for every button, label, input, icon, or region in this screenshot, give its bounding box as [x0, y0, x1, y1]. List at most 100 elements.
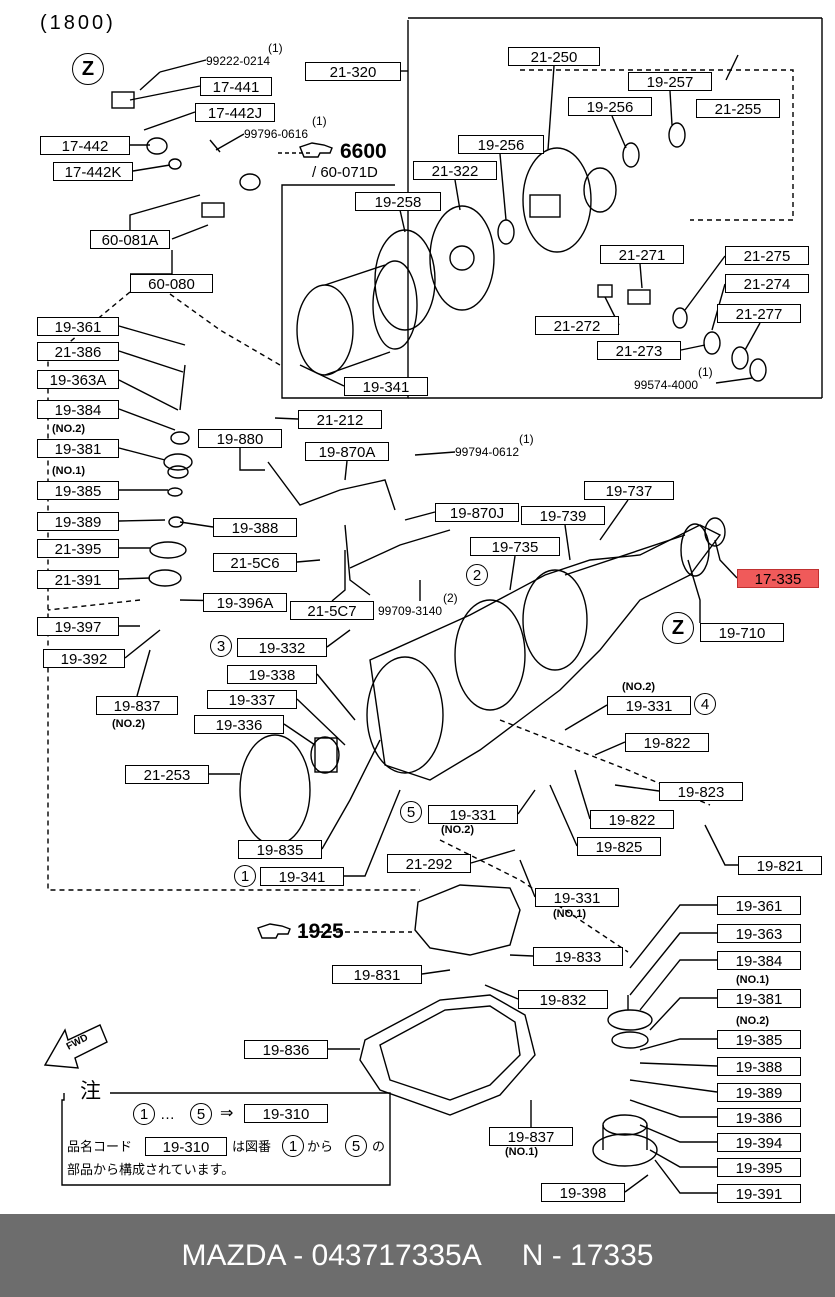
part-label-19-336[interactable]: 19-336 — [194, 715, 284, 734]
part-label-19-396a[interactable]: 19-396A — [203, 593, 287, 612]
part-label-19-381[interactable]: 19-381 — [717, 989, 801, 1008]
part-label-19-385[interactable]: 19-385 — [37, 481, 119, 500]
part-label-19-832[interactable]: 19-832 — [518, 990, 608, 1009]
part-label-19-258[interactable]: 19-258 — [355, 192, 441, 211]
part-label-19-389[interactable]: 19-389 — [717, 1083, 801, 1102]
part-label-19-381[interactable]: 19-381 — [37, 439, 119, 458]
part-label-17-442[interactable]: 17-442 — [40, 136, 130, 155]
part-label-19-836[interactable]: 19-836 — [244, 1040, 328, 1059]
position-note: (NO.2) — [112, 718, 145, 730]
part-label-19-361[interactable]: 19-361 — [37, 317, 119, 336]
part-label-19-256[interactable]: 19-256 — [568, 97, 652, 116]
part-label-19-392[interactable]: 19-392 — [43, 649, 125, 668]
part-label-19-331[interactable]: 19-331 — [428, 805, 518, 824]
part-label-21-274[interactable]: 21-274 — [725, 274, 809, 293]
part-label-19-388[interactable]: 19-388 — [717, 1057, 801, 1076]
part-label-19-389[interactable]: 19-389 — [37, 512, 119, 531]
legend-line2-prefix: 品名コード — [67, 1139, 133, 1154]
part-label-19-331[interactable]: 19-331 — [535, 888, 619, 907]
part-label-17-335[interactable]: 17-335 — [737, 569, 819, 588]
part-label-19-837[interactable]: 19-837 — [96, 696, 178, 715]
part-label-19-870a[interactable]: 19-870A — [305, 442, 389, 461]
part-label-19-338[interactable]: 19-338 — [227, 665, 317, 684]
legend-line2-no: の — [372, 1139, 386, 1154]
part-label-19-735[interactable]: 19-735 — [470, 537, 560, 556]
zone-marker-top: Z — [72, 53, 104, 85]
part-label-19-341[interactable]: 19-341 — [260, 867, 344, 886]
part-label-21-5c6[interactable]: 21-5C6 — [213, 553, 297, 572]
position-note: (NO.1) — [52, 465, 85, 477]
part-label-19-822[interactable]: 19-822 — [590, 810, 674, 829]
part-label-19-395[interactable]: 19-395 — [717, 1158, 801, 1177]
ref-6600[interactable]: 6600 — [340, 140, 387, 163]
part-label-19-341[interactable]: 19-341 — [344, 377, 428, 396]
part-label-21-272[interactable]: 21-272 — [535, 316, 619, 335]
part-label-19-710[interactable]: 19-710 — [700, 623, 784, 642]
part-label-19-384[interactable]: 19-384 — [717, 951, 801, 970]
part-number-text: (1) — [312, 114, 327, 128]
index-callout-5: 5 — [400, 801, 422, 823]
part-label-19-331[interactable]: 19-331 — [607, 696, 691, 715]
part-label-19-737[interactable]: 19-737 — [584, 481, 674, 500]
part-label-19-739[interactable]: 19-739 — [521, 506, 605, 525]
footer-bar: MAZDA - 043717335A N - 17335 — [0, 1214, 835, 1297]
part-label-21-5c7[interactable]: 21-5C7 — [290, 601, 374, 620]
part-label-19-870j[interactable]: 19-870J — [435, 503, 519, 522]
part-label-19-332[interactable]: 19-332 — [237, 638, 327, 657]
part-label-19-386[interactable]: 19-386 — [717, 1108, 801, 1127]
part-label-19-388[interactable]: 19-388 — [213, 518, 297, 537]
part-label-21-271[interactable]: 21-271 — [600, 245, 684, 264]
part-number-text: 99574-4000 — [634, 378, 699, 392]
legend-range-part[interactable]: 19-310 — [244, 1104, 328, 1123]
position-note: (NO.1) — [736, 974, 769, 986]
part-label-21-275[interactable]: 21-275 — [725, 246, 809, 265]
legend-arrow: ⇒ — [220, 1105, 234, 1122]
part-label-19-880[interactable]: 19-880 — [198, 429, 282, 448]
part-label-19-397[interactable]: 19-397 — [37, 617, 119, 636]
ref-6600-sub: / 60-071D — [312, 164, 378, 181]
part-label-19-363[interactable]: 19-363 — [717, 924, 801, 943]
part-label-19-361[interactable]: 19-361 — [717, 896, 801, 915]
part-label-21-255[interactable]: 21-255 — [696, 99, 780, 118]
part-label-21-273[interactable]: 21-273 — [597, 341, 681, 360]
part-label-21-212[interactable]: 21-212 — [298, 410, 382, 429]
part-label-21-277[interactable]: 21-277 — [717, 304, 801, 323]
part-label-19-821[interactable]: 19-821 — [738, 856, 822, 875]
part-label-19-363a[interactable]: 19-363A — [37, 370, 119, 389]
part-label-19-384[interactable]: 19-384 — [37, 400, 119, 419]
part-label-19-391[interactable]: 19-391 — [717, 1184, 801, 1203]
legend-range-to: 5 — [190, 1103, 212, 1125]
part-label-19-257[interactable]: 19-257 — [628, 72, 712, 91]
index-callout-2: 2 — [466, 564, 488, 586]
part-label-21-253[interactable]: 21-253 — [125, 765, 209, 784]
part-label-17-441[interactable]: 17-441 — [200, 77, 272, 96]
part-label-21-386[interactable]: 21-386 — [37, 342, 119, 361]
part-label-19-837[interactable]: 19-837 — [489, 1127, 573, 1146]
part-label-19-256[interactable]: 19-256 — [458, 135, 544, 154]
part-label-21-322[interactable]: 21-322 — [413, 161, 497, 180]
part-label-21-292[interactable]: 21-292 — [387, 854, 471, 873]
part-label-19-835[interactable]: 19-835 — [238, 840, 322, 859]
part-label-19-823[interactable]: 19-823 — [659, 782, 743, 801]
part-label-19-831[interactable]: 19-831 — [332, 965, 422, 984]
ref-1925[interactable]: 1925 — [297, 920, 344, 943]
part-label-19-822[interactable]: 19-822 — [625, 733, 709, 752]
part-number-text: (1) — [698, 365, 713, 379]
part-label-21-250[interactable]: 21-250 — [508, 47, 600, 66]
part-label-17-442j[interactable]: 17-442J — [195, 103, 275, 122]
part-label-19-385[interactable]: 19-385 — [717, 1030, 801, 1049]
part-label-21-395[interactable]: 21-395 — [37, 539, 119, 558]
legend-line2-part[interactable]: 19-310 — [145, 1137, 227, 1156]
part-label-21-391[interactable]: 21-391 — [37, 570, 119, 589]
part-label-19-833[interactable]: 19-833 — [533, 947, 623, 966]
part-label-21-320[interactable]: 21-320 — [305, 62, 401, 81]
part-label-60-081a[interactable]: 60-081A — [90, 230, 170, 249]
part-label-19-394[interactable]: 19-394 — [717, 1133, 801, 1152]
page-code: (1800) — [40, 12, 116, 34]
part-label-17-442k[interactable]: 17-442K — [53, 162, 133, 181]
part-label-60-080[interactable]: 60-080 — [130, 274, 213, 293]
part-label-19-398[interactable]: 19-398 — [541, 1183, 625, 1202]
part-number-text: (2) — [443, 591, 458, 605]
part-label-19-825[interactable]: 19-825 — [577, 837, 661, 856]
part-label-19-337[interactable]: 19-337 — [207, 690, 297, 709]
